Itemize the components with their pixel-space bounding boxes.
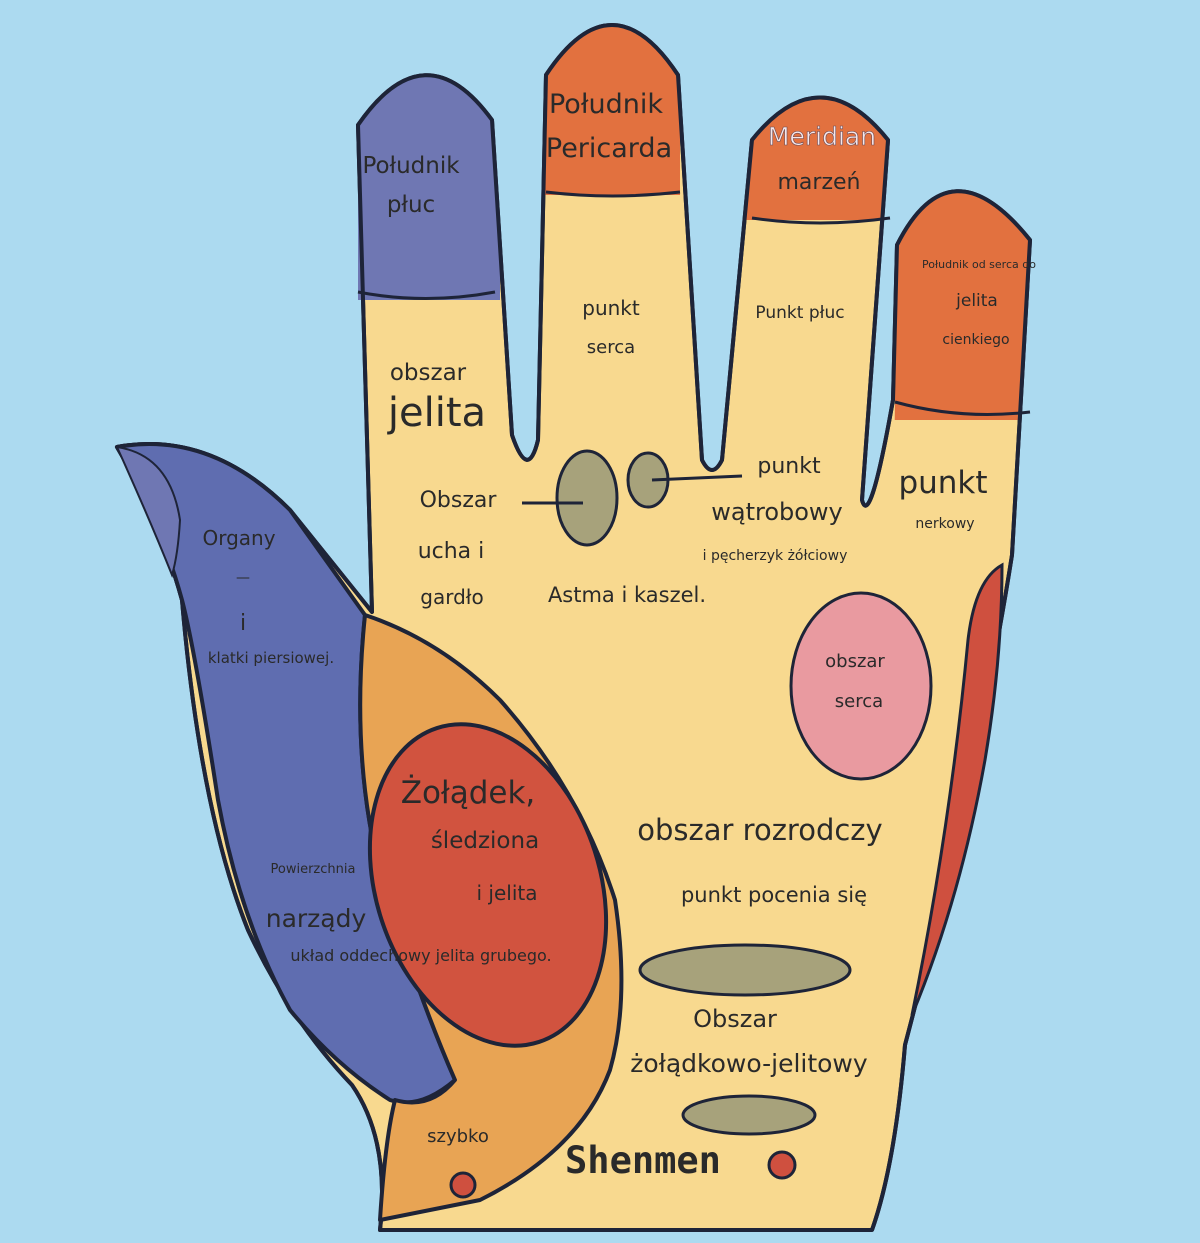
liver-point-label-1: punkt [757, 454, 821, 479]
gi-area-label-2: żołądkowo-jelitowy [630, 1049, 868, 1078]
gi-lower-oval [681, 1094, 817, 1136]
ear-throat-label-1: Obszar [420, 488, 498, 513]
liver-point-label-2: wątrobowy [711, 498, 843, 526]
small-intestine-label-2: jelita [955, 291, 998, 311]
thumb-nail [115, 445, 182, 579]
organs-label: narządy [266, 904, 367, 933]
lung-meridian-label-2: płuc [387, 192, 435, 218]
tip-border-pericardium [545, 190, 681, 198]
small-intestine-label-3: cienkiego [942, 332, 1009, 348]
intestine-area-label-2: jelita [387, 390, 486, 436]
dream-meridian-tip [745, 97, 888, 220]
chest-organs-label-3: i [240, 611, 246, 636]
heart-point-label-2: serca [587, 337, 635, 358]
chest-organs-label-1: Organy [202, 526, 275, 550]
gi-upper-oval [638, 943, 852, 997]
heart-area [789, 591, 933, 781]
gi-area-label-1: Obszar [693, 1005, 777, 1033]
ear-throat-point [555, 449, 619, 547]
heart-area-label-2: serca [835, 691, 883, 712]
shenmen-label: Shenmen [565, 1139, 721, 1182]
small-intestine-label-1: Południk od serca do [922, 258, 1036, 271]
quick-label: szybko [427, 1126, 489, 1147]
sweating-label: punkt pocenia się [681, 883, 867, 907]
pericardium-label-1: Południk [549, 89, 663, 120]
surface-label: Powierzchnia [271, 862, 356, 877]
stomach-region [367, 722, 609, 1048]
kidney-point-label-1: punkt [898, 465, 987, 501]
heart-point-label-1: punkt [582, 296, 640, 320]
stomach-label-1: Żołądek, [401, 775, 536, 811]
stomach-label-3: i jelita [477, 881, 538, 905]
lung-meridian-label-1: Południk [362, 153, 460, 179]
gallbladder-label: i pęcherzyk żółciowy [703, 548, 848, 564]
dream-meridian-label-2: marzeń [778, 170, 861, 195]
dream-meridian-label-1: Meridian [768, 122, 876, 151]
small-intestine-meridian-tip [894, 191, 1030, 420]
quick-point [449, 1171, 477, 1199]
stomach-label-2: śledziona [431, 828, 539, 854]
liver-pointer [651, 474, 743, 482]
chest-organs-label-4: klatki piersiowej. [208, 649, 334, 667]
edge-strip [910, 562, 1004, 1016]
chest-organs-label-2: — [236, 570, 250, 586]
heart-area-label-1: obszar [825, 651, 885, 672]
respiratory-label: układ oddechowy jelita grubego. [290, 946, 551, 965]
pericardium-label-2: Pericarda [546, 133, 672, 164]
lung-meridian-tip [358, 75, 500, 300]
ear-throat-label-2: ucha i [418, 539, 485, 564]
intestine-area-label-1: obszar [390, 360, 467, 386]
tip-border-lung [357, 290, 496, 300]
lung-point-label: Punkt płuc [755, 303, 844, 323]
asthma-label: Astma i kaszel. [548, 583, 706, 607]
pericardium-meridian-tip [543, 25, 680, 195]
kidney-point-label-2: nerkowy [915, 516, 974, 532]
tip-border-small-intestine [894, 400, 1031, 416]
shenmen-point [767, 1150, 797, 1180]
reproductive-label: obszar rozrodczy [637, 813, 882, 847]
ear-throat-label-3: gardło [420, 585, 483, 609]
tip-border-dream [751, 216, 891, 225]
